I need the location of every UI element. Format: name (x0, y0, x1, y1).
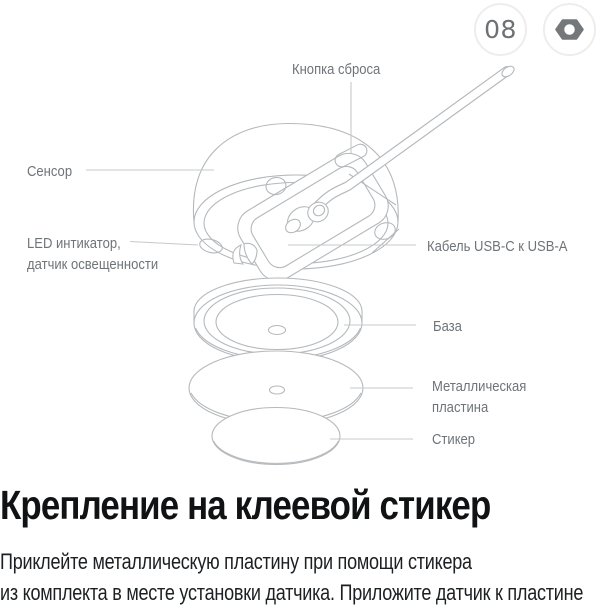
section-heading: Крепление на клеевой стикер (0, 482, 490, 529)
sensor-body-drawing (193, 123, 399, 288)
step-number: 08 (484, 15, 517, 44)
step-number-badge: 08 (474, 3, 527, 56)
callout-label-led-indicator: LED интикатор, датчик освещенности (27, 234, 158, 275)
hexagon-nut-icon (555, 17, 584, 42)
callout-label-sensor: Сенсор (27, 162, 72, 183)
mounting-tool-badge (543, 3, 596, 56)
callout-label-sticker: Стикер (432, 430, 475, 451)
base-drawing (194, 278, 362, 361)
section-body-line2: из комплекта в месте установки датчика. … (0, 578, 583, 608)
sticker-drawing (212, 408, 340, 465)
section-body: Приклейте металлическую пластину при пом… (0, 547, 600, 608)
callout-label-plate-line2: пластина (432, 398, 526, 419)
callout-label-usb-cable: Кабель USB-C к USB-A (427, 237, 567, 258)
callout-label-base: База (433, 317, 462, 338)
callout-label-led-line1: LED интикатор, (27, 234, 158, 255)
callout-label-plate-line1: Металлическая (432, 377, 526, 398)
section-body-line1: Приклейте металлическую пластину при пом… (0, 547, 583, 578)
callout-label-reset-button: Кнопка сброса (292, 60, 380, 81)
callout-label-metal-plate: Металлическая пластина (432, 377, 526, 418)
callout-label-led-line2: датчик освещенности (27, 255, 158, 276)
